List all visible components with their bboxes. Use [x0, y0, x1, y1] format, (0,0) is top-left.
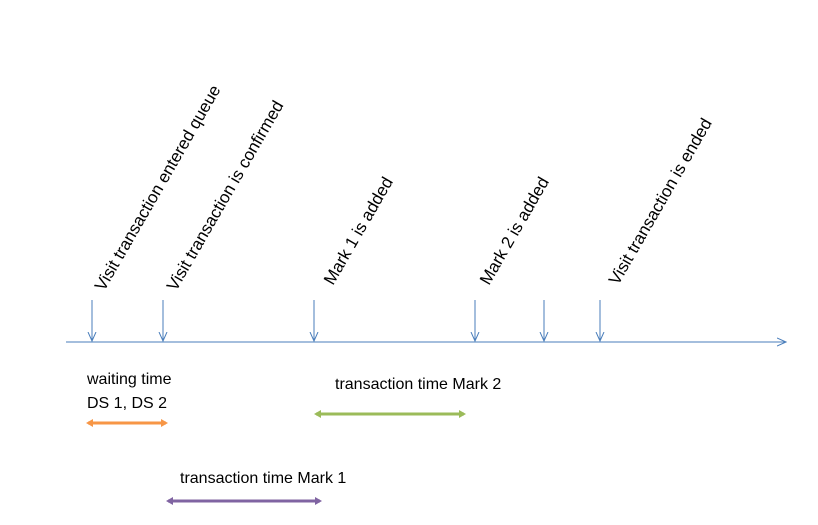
event-label-entered-queue: Visit transaction entered queue — [91, 82, 224, 294]
mark2-transaction-label: transaction time Mark 2 — [335, 376, 501, 393]
mark1-transaction-label: transaction time Mark 1 — [180, 470, 346, 487]
event-label-mark2-added: Mark 2 is added — [476, 174, 553, 288]
event-label-mark1-added: Mark 1 is added — [320, 174, 397, 288]
event-label-ended: Visit transaction is ended — [605, 115, 716, 288]
waiting-time-label: waiting time — [86, 371, 172, 388]
waiting-time-participants: DS 1, DS 2 — [87, 395, 167, 412]
